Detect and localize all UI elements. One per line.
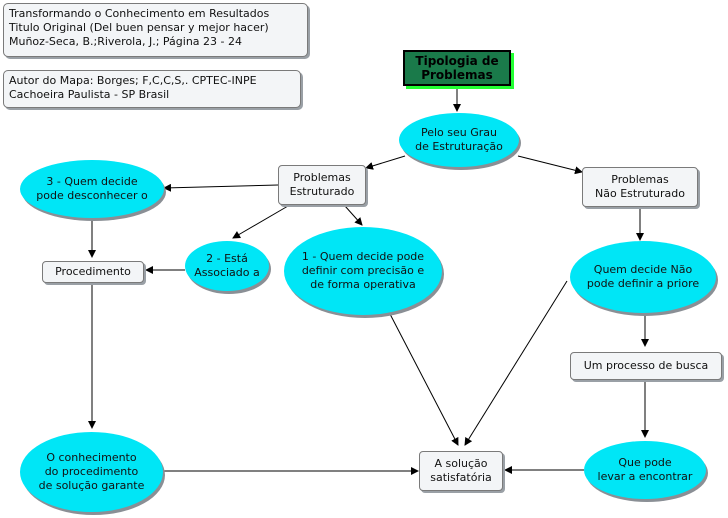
node-problemas-nao-estruturado[interactable]: Problemas Não Estruturado bbox=[582, 167, 698, 207]
edge-estruturado-desconhecer bbox=[163, 183, 279, 192]
node-quem-decide-nao-definir[interactable]: Quem decide Não pode definir a priore bbox=[570, 241, 716, 313]
node-quem-decide-desconhecer[interactable]: 3 - Quem decide pode desconhecer o bbox=[20, 160, 164, 218]
edge-definir-solucao bbox=[389, 313, 459, 446]
source-info-box: Transformando o Conhecimento em Resultad… bbox=[3, 3, 308, 57]
edge-estruturado-definir bbox=[344, 205, 363, 226]
node-pode-levar[interactable]: Que pode levar a encontrar bbox=[584, 441, 706, 499]
edge-nao-definir-solucao bbox=[464, 280, 568, 446]
edge-estruturado-associado bbox=[232, 205, 289, 239]
edge-grau-nao-estruturado bbox=[517, 155, 583, 175]
title-node-tipologia[interactable]: Tipologia de Problemas bbox=[403, 50, 511, 86]
node-procedimento[interactable]: Procedimento bbox=[42, 261, 144, 283]
node-quem-decide-definir[interactable]: 1 - Quem decide pode definir com precisã… bbox=[284, 227, 442, 315]
edge-grau-estruturado bbox=[365, 155, 406, 170]
node-esta-associado[interactable]: 2 - Está Associado a bbox=[185, 241, 269, 291]
node-grau-estruturacao[interactable]: Pelo seu Grau de Estruturação bbox=[399, 113, 519, 167]
author-info-box: Autor do Mapa: Borges; F,C,C,S,. CPTEC-I… bbox=[3, 70, 301, 108]
node-problemas-estruturado[interactable]: Problemas Estruturado bbox=[278, 165, 366, 205]
node-processo-busca[interactable]: Um processo de busca bbox=[570, 352, 722, 380]
node-conhecimento-procedimento[interactable]: O conhecimento do procedimento de soluçã… bbox=[20, 432, 163, 512]
node-solucao-satisfatoria[interactable]: A solução satisfatória bbox=[419, 451, 503, 491]
